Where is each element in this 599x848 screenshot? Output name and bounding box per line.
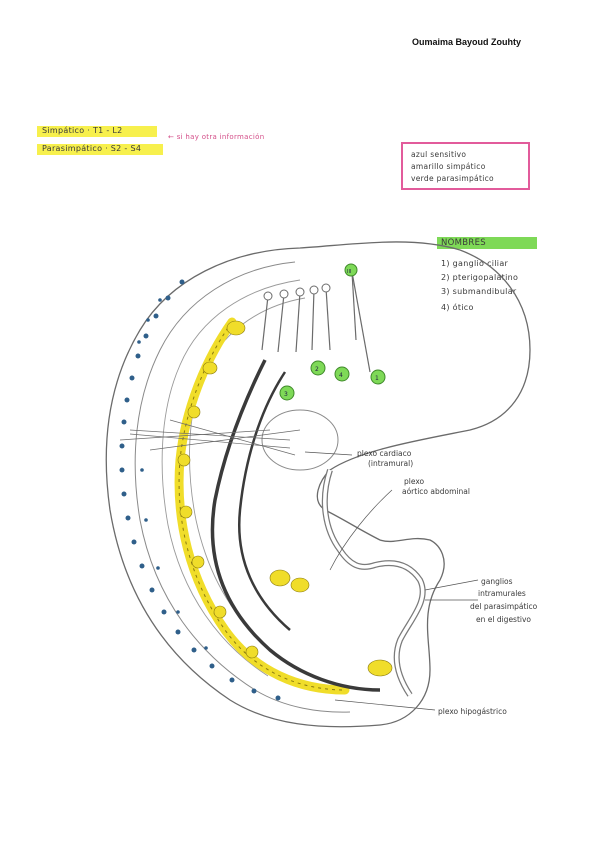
- vagus-nerve-branch: [238, 371, 291, 631]
- sensory-ganglia-dots: [119, 279, 281, 701]
- heart-outline: [261, 409, 339, 471]
- label-intramural: (intramural): [368, 459, 413, 468]
- author-name: Oumaima Bayoud Zouhty: [412, 37, 522, 47]
- ganglion-2: [310, 360, 326, 376]
- legend-sympathetic: amarillo simpático: [411, 162, 486, 171]
- parasympathetic-ganglia: 3 2 4 1 III: [279, 263, 386, 401]
- highlight-parasimpatico: [37, 144, 163, 155]
- ganglion-4: [334, 366, 350, 382]
- embryo-outline: [105, 241, 531, 728]
- cardiac-plexus-fibers: [119, 419, 301, 456]
- label-ganglios-2: intramurales: [478, 589, 526, 598]
- cranial-ganglia: [263, 283, 331, 301]
- label-ganglios-4: en el digestivo: [476, 615, 531, 624]
- label-pointer-lines: [304, 451, 479, 711]
- label-aortico-abdominal: aórtico abdominal: [402, 487, 470, 496]
- parasympathetic-top-ganglion: [344, 263, 358, 277]
- nombres-item-4: 4) ótico: [441, 303, 474, 312]
- label-ganglios-1: ganglios: [481, 577, 513, 586]
- nombres-highlight: [437, 237, 537, 249]
- ganglion-num-1: 1: [375, 375, 379, 382]
- ganglion-num-iii: III: [347, 269, 351, 275]
- sympathetic-trunk-detail: [178, 321, 346, 691]
- ganglion-1: [370, 369, 386, 385]
- highlight-simpatico: [37, 126, 157, 137]
- vagus-nerve: [210, 359, 381, 692]
- ganglion-num-2: 2: [315, 366, 319, 373]
- gut-tube-inner: [323, 469, 425, 696]
- ganglion-3: [279, 385, 295, 401]
- body-wall-inner: [134, 261, 351, 713]
- ganglion-num-4: 4: [339, 372, 343, 379]
- nombres-title: NOMBRES: [441, 238, 486, 248]
- ganglion-num-3: 3: [284, 391, 288, 398]
- cranial-nerves: [261, 271, 371, 373]
- sympathetic-ganglia: [177, 320, 393, 677]
- label-ganglios-3: del parasimpático: [470, 602, 538, 611]
- legend-sensitive: azul sensitivo: [411, 150, 467, 159]
- label-plexo-cardiaco: plexo cardiaco: [357, 449, 412, 458]
- label-plexo: plexo: [404, 477, 425, 486]
- note-simpatico: Simpático · T1 - L2: [42, 126, 123, 135]
- nombres-item-3: 3) submandibular: [441, 287, 517, 296]
- color-legend-box: azul sensitivo amarillo simpático verde …: [401, 142, 530, 190]
- label-plexo-hipogastrico: plexo hipogástrico: [438, 707, 507, 716]
- legend-parasympathetic: verde parasimpático: [411, 174, 494, 183]
- neural-tube-edge: [161, 279, 301, 677]
- note-arrow-extra: ← si hay otra información: [168, 133, 265, 141]
- nombres-item-2: 2) pterigopalatino: [441, 273, 519, 282]
- nombres-item-1: 1) ganglio ciliar: [441, 259, 509, 268]
- note-parasimpatico: Parasimpático · S2 - S4: [42, 144, 142, 153]
